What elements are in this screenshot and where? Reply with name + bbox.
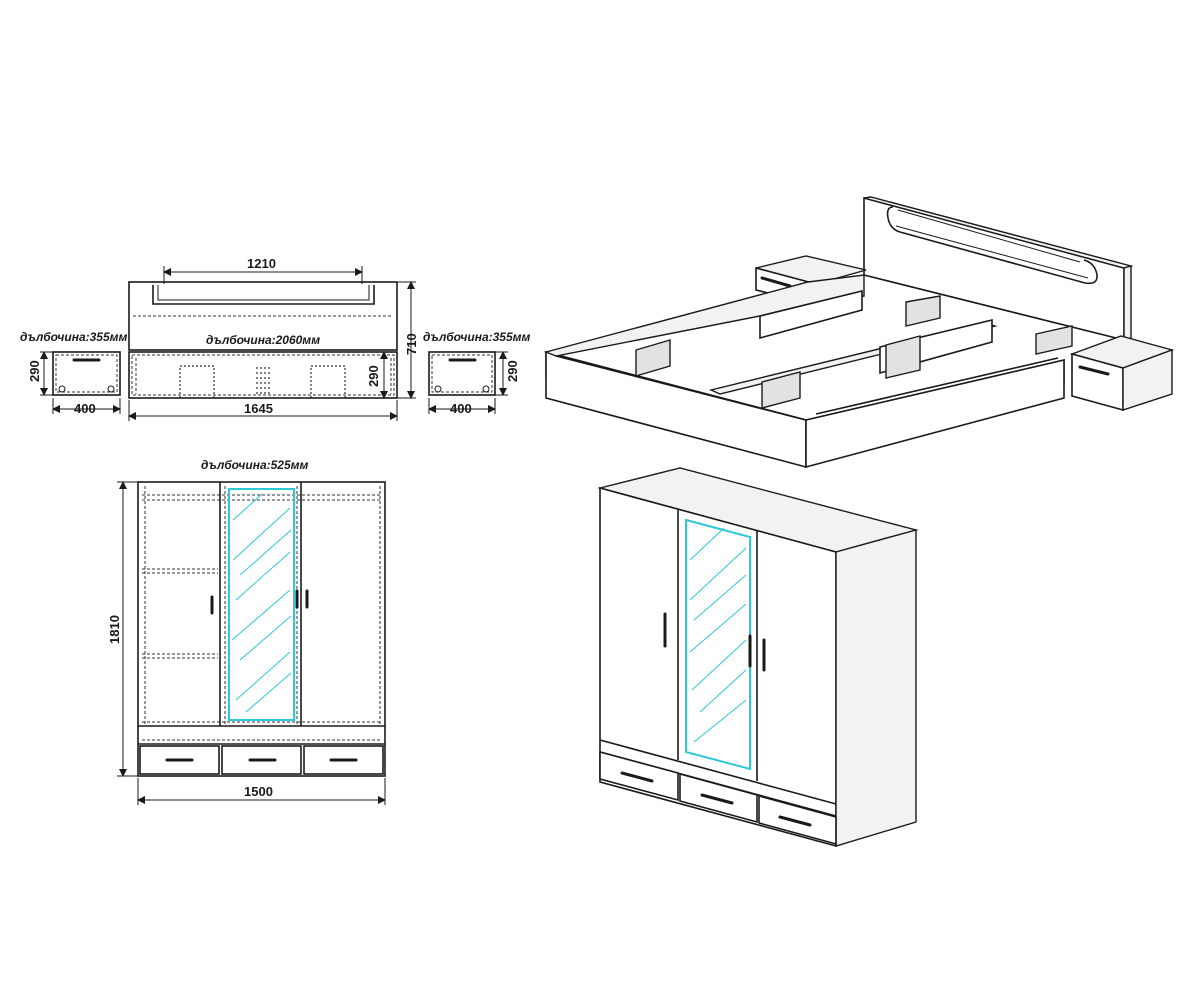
wardrobe-mirror-reflection bbox=[231, 493, 292, 713]
nightstand-left-front-view: дълбочина:355мм 290 400 bbox=[20, 330, 128, 416]
wardrobe-depth-label: дълбочина:525мм bbox=[201, 458, 309, 472]
nightstand-left-foot bbox=[107, 385, 115, 393]
bed-hidden-support bbox=[310, 365, 346, 399]
wardrobe-iso-mirror bbox=[685, 518, 751, 771]
wardrobe-mirror bbox=[228, 488, 295, 721]
nightstand-right-front-view: дълбочина:355мм 290 400 bbox=[423, 330, 531, 416]
bed-iso-nightstand-back-handle bbox=[760, 276, 792, 288]
bed-iso-support-block bbox=[885, 335, 921, 379]
wardrobe-iso-drawer-handle bbox=[620, 771, 654, 783]
wardrobe-iso-side bbox=[835, 529, 917, 847]
bed-hidden-support bbox=[179, 365, 215, 399]
bed-total-height-label: 710 bbox=[404, 333, 419, 355]
bed-depth-label: дълбочина:2060мм bbox=[206, 333, 320, 347]
bed-iso-support-block bbox=[905, 295, 941, 327]
bed-width-label: 1645 bbox=[244, 401, 273, 416]
nightstand-left-foot bbox=[58, 385, 66, 393]
bed-iso-nightstand-front-handle bbox=[1078, 365, 1110, 376]
nightstand-left-body bbox=[52, 351, 121, 396]
nightstand-left-depth-label: дълбочина:355мм bbox=[20, 330, 128, 344]
nightstand-left-width-label: 400 bbox=[74, 401, 96, 416]
bed-isometric-view bbox=[543, 196, 1175, 469]
wardrobe-iso-drawer-handle bbox=[778, 815, 812, 827]
wardrobe-iso-drawer bbox=[758, 794, 837, 846]
bed-hidden-center-support bbox=[256, 367, 271, 394]
wardrobe-iso-mirror-reflection bbox=[689, 527, 747, 743]
nightstand-right-height-label: 290 bbox=[505, 360, 520, 382]
nightstand-left-height-label: 290 bbox=[27, 360, 42, 382]
wardrobe-height-label: 1810 bbox=[107, 615, 122, 644]
nightstand-right-body bbox=[428, 351, 496, 396]
nightstand-right-depth-label: дълбочина:355мм bbox=[423, 330, 531, 344]
bed-iso-frame-side bbox=[805, 358, 1065, 469]
wardrobe-isometric-view bbox=[597, 467, 919, 848]
bed-front-view: 1210 дълбочина:2060мм 710 290 1645 bbox=[128, 256, 419, 421]
bed-recess-width-label: 1210 bbox=[247, 256, 276, 271]
nightstand-right-foot bbox=[434, 385, 442, 393]
bed-iso-support-block bbox=[635, 339, 671, 377]
nightstand-right-width-label: 400 bbox=[450, 401, 472, 416]
wardrobe-front-view: дълбочина:525мм bbox=[107, 458, 386, 805]
wardrobe-iso-drawer-handle bbox=[700, 793, 734, 805]
bed-frame bbox=[128, 351, 398, 399]
nightstand-right-foot bbox=[482, 385, 490, 393]
wardrobe-width-label: 1500 bbox=[244, 784, 273, 799]
bed-iso-side-rail bbox=[759, 289, 863, 340]
bed-iso-support-block bbox=[761, 371, 801, 409]
bed-iso-headboard-recess bbox=[886, 206, 1098, 285]
bed-iso-support-block bbox=[1035, 325, 1073, 355]
bed-iso-headboard bbox=[863, 196, 1125, 342]
bed-frame-height-label: 290 bbox=[366, 365, 381, 387]
wardrobe-body bbox=[137, 481, 386, 777]
bed-headboard-recess bbox=[152, 285, 375, 305]
